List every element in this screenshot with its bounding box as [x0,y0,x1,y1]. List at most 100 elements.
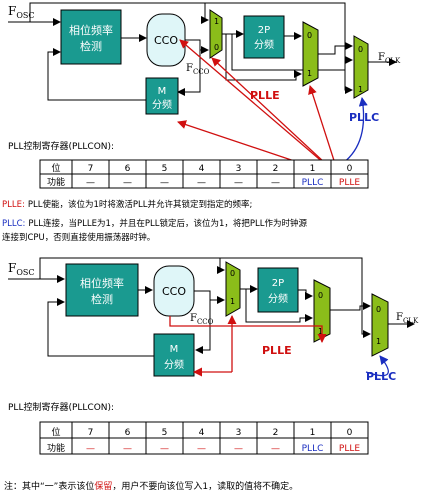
mux-1-in1: 1 [214,17,219,26]
div-2p-label-b: 2P [272,278,284,289]
mux-1-b [225,261,241,317]
wire-mux1-mux2-2 [245,289,313,323]
register-bit-5: 5 [162,428,168,438]
register-bit-3: 3 [236,428,242,438]
fosc-label: FOSC [8,4,35,20]
mux-3b-in1: 1 [376,337,381,346]
register-bit-4: 4 [199,428,205,438]
register-bit-7: 7 [88,164,94,174]
mux-3-in1: 1 [358,85,363,94]
div-m-label-2: 分频 [152,98,172,111]
phase-detector-block [60,9,122,65]
register-row-label-func: 功能 [47,176,65,188]
pllc-note: PLLC:PLL连接，当PLLE为1，并且在PLL锁定后，该位为1，将把PLL作… [2,218,307,229]
mux-2b-in1: 1 [318,327,323,336]
register-func-7: PLLE [339,444,360,454]
register-bit-1: 1 [310,164,316,174]
fcco-label: FCCO [186,63,210,76]
div-m-label-b2: 分频 [164,358,184,371]
mux-3-in0: 0 [358,45,363,54]
wire-2p-mux2-2 [298,289,313,300]
register-row-label-func: 功能 [47,442,65,454]
mux-1b-in1: 1 [230,297,235,306]
register-func-0: — [86,178,95,188]
cco-label: CCO [154,34,178,47]
cco-label-2: CCO [162,285,186,298]
wire-m-pd [47,48,146,101]
mux-2-in0: 0 [307,31,312,40]
mux-2-in1: 1 [307,69,312,78]
register-func-2: — [160,178,169,188]
div-2p-label: 2P [258,25,270,36]
phase-detector-label: 相位频率 [69,23,113,37]
pllc-note-2: 连接到CPU，否则直接使用振荡器时钟。 [2,232,155,243]
wire-m-pd-2 [47,298,154,357]
wire-cco-mux1-2 [194,290,225,304]
wire-mux2-mux3 [318,42,353,55]
phase-detector-label-b2: 检测 [91,292,113,306]
mux-3b-in0: 0 [376,305,381,314]
register-bit-7: 7 [88,428,94,438]
div-m-label-b: M [170,344,179,355]
register-bit-4: 4 [199,164,205,174]
register-1-title: PLL控制寄存器(PLLCON): [8,140,114,152]
div-m-label: M [158,86,167,97]
register-bit-2: 2 [273,164,279,174]
fosc-label-2: FOSC [8,261,35,277]
register-func-4: — [234,178,243,188]
register-row-label-bit: 位 [51,426,60,438]
plle-note: PLLE:PLL使能，该位为1时将激活PLL并允许其锁定到指定的频率; [2,199,252,210]
register-bit-0: 0 [347,164,353,174]
register-row-label-bit: 位 [51,162,60,174]
div-2p-block [243,15,285,59]
plle-label-2: PLLE [262,344,292,357]
register-func-2: — [160,444,169,454]
wire-mux2-mux3-2 [330,302,371,311]
wire-cco-m [177,50,201,96]
plle-arrow-mux1 [211,57,340,177]
wire-cco-mux1 [185,39,209,54]
diagram-1: FOSC 相位频率 检测 CCO FCCO 1 0 2P 分频 0 1 0 1 … [8,2,401,177]
mux-1b-in0: 0 [230,269,235,278]
bypass-wire-to-mux3-2 [220,257,371,338]
mux-2b-in0: 0 [318,291,323,300]
phase-detector-block-2 [65,263,139,317]
div-2p-label-b2: 分频 [268,292,288,305]
register-func-3: — [197,444,206,454]
plle-arrow-cco [179,39,340,177]
register-bit-1: 1 [310,428,316,438]
mux-3 [353,35,369,99]
div-2p-block-2 [257,267,299,313]
wire-mux1-mux2 [225,34,302,81]
bypass-wire-to-mux3 [205,2,353,94]
register-bit-6: 6 [125,428,131,438]
pllc-label-2: PLLC [366,370,396,383]
mux-1-in0: 0 [214,43,219,52]
register-bit-5: 5 [162,164,168,174]
mux-3-b [371,293,389,357]
div-m-block [145,77,179,115]
fcco-label-2: FCCO [190,313,214,326]
plle-line-mux2 [232,325,327,343]
div-m-block-2 [153,333,195,377]
mux-1 [209,9,223,59]
mux-2 [302,21,319,87]
register-bit-3: 3 [236,164,242,174]
div-2p-label-2: 分频 [254,38,274,51]
register-func-5: — [271,178,280,188]
register-func-3: — [197,178,206,188]
plle-label: PLLE [250,89,280,102]
wire-cco-m-2 [195,300,211,354]
register-func-6: PLLC [302,178,324,188]
phase-detector-label-b: 相位频率 [80,276,124,290]
register-func-0: — [86,444,95,454]
register-func-1: — [123,178,132,188]
register-func-7: PLLE [339,178,360,188]
fclk-label: FCLK [378,52,401,65]
fclk-label-2: FCLK [396,312,419,325]
phase-detector-label-2: 检测 [80,39,102,53]
pllc-arrow-mux3-2 [365,355,389,377]
